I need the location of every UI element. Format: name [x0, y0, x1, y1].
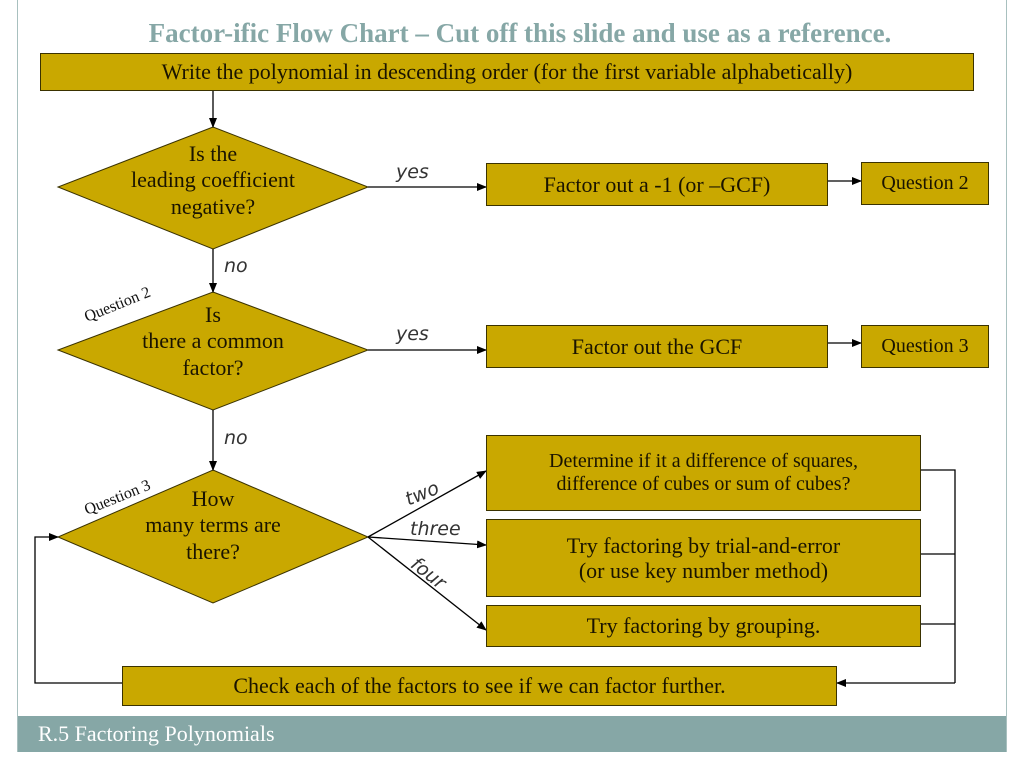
two-terms-line-1: Determine if it a difference of squares,: [549, 450, 858, 472]
three-terms-line-2: (or use key number method): [578, 558, 829, 583]
start-box-label: Write the polynomial in descending order…: [161, 59, 853, 85]
d1-line-1: Is the: [188, 141, 238, 166]
three-label: three: [410, 518, 461, 540]
check-factors-box: Check each of the factors to see if we c…: [122, 666, 837, 706]
two-terms-box: Determine if it a difference of squares,…: [486, 435, 921, 511]
four-terms-label: Try factoring by grouping.: [586, 613, 821, 639]
d1-line-2: leading coefficient: [131, 167, 295, 193]
goto-question-2-box: Question 2: [861, 162, 989, 205]
arrow-d3-three: [367, 536, 487, 549]
d2-no-label: no: [224, 427, 248, 449]
d2-line-1: Is: [205, 302, 221, 327]
slide-title: Factor-ific Flow Chart – Cut off this sl…: [148, 18, 892, 48]
three-terms-line-1: Try factoring by trial-and-error: [566, 532, 841, 558]
d3-line-3: there?: [186, 538, 240, 564]
d2-yes-label: yes: [396, 323, 429, 345]
check-factors-label: Check each of the factors to see if we c…: [233, 673, 726, 699]
decision-diamond-how-many-terms: [56, 469, 370, 604]
four-terms-box: Try factoring by grouping.: [486, 605, 921, 647]
d1-yes-label: yes: [396, 161, 429, 183]
start-box: Write the polynomial in descending order…: [40, 53, 974, 91]
factor-negative-label: Factor out a -1 (or –GCF): [543, 171, 771, 197]
footer-bar: R.5 Factoring Polynomials: [18, 716, 1006, 752]
goto-question-3-box: Question 3: [861, 325, 989, 368]
d3-text: How many terms are there?: [83, 486, 343, 565]
d2-line-3: factor?: [182, 354, 244, 380]
d1-text: Is the leading coefficient negative?: [83, 141, 343, 220]
d3-line-1: How: [191, 486, 235, 511]
d2-line-2: there a common: [142, 328, 284, 354]
factor-gcf-box: Factor out the GCF: [486, 325, 828, 368]
footer-text: R.5 Factoring Polynomials: [38, 721, 275, 746]
arrow-d3-four: [367, 536, 487, 631]
arrow-d3-two: [367, 470, 487, 538]
factor-gcf-label: Factor out the GCF: [571, 333, 743, 359]
goto-question-2-label: Question 2: [881, 172, 969, 194]
goto-question-3-label: Question 3: [881, 335, 969, 357]
d3-line-2: many terms are: [145, 512, 281, 538]
arrow-loop-back-to-d3: [34, 533, 122, 684]
factor-negative-box: Factor out a -1 (or –GCF): [486, 163, 828, 206]
d1-line-3: negative?: [170, 193, 256, 219]
three-terms-box: Try factoring by trial-and-error (or use…: [486, 519, 921, 597]
two-terms-line-2: difference of cubes or sum of cubes?: [556, 473, 851, 495]
d2-text: Is there a common factor?: [83, 302, 343, 381]
connector-results-collector: [921, 469, 956, 683]
d1-no-label: no: [224, 255, 248, 277]
